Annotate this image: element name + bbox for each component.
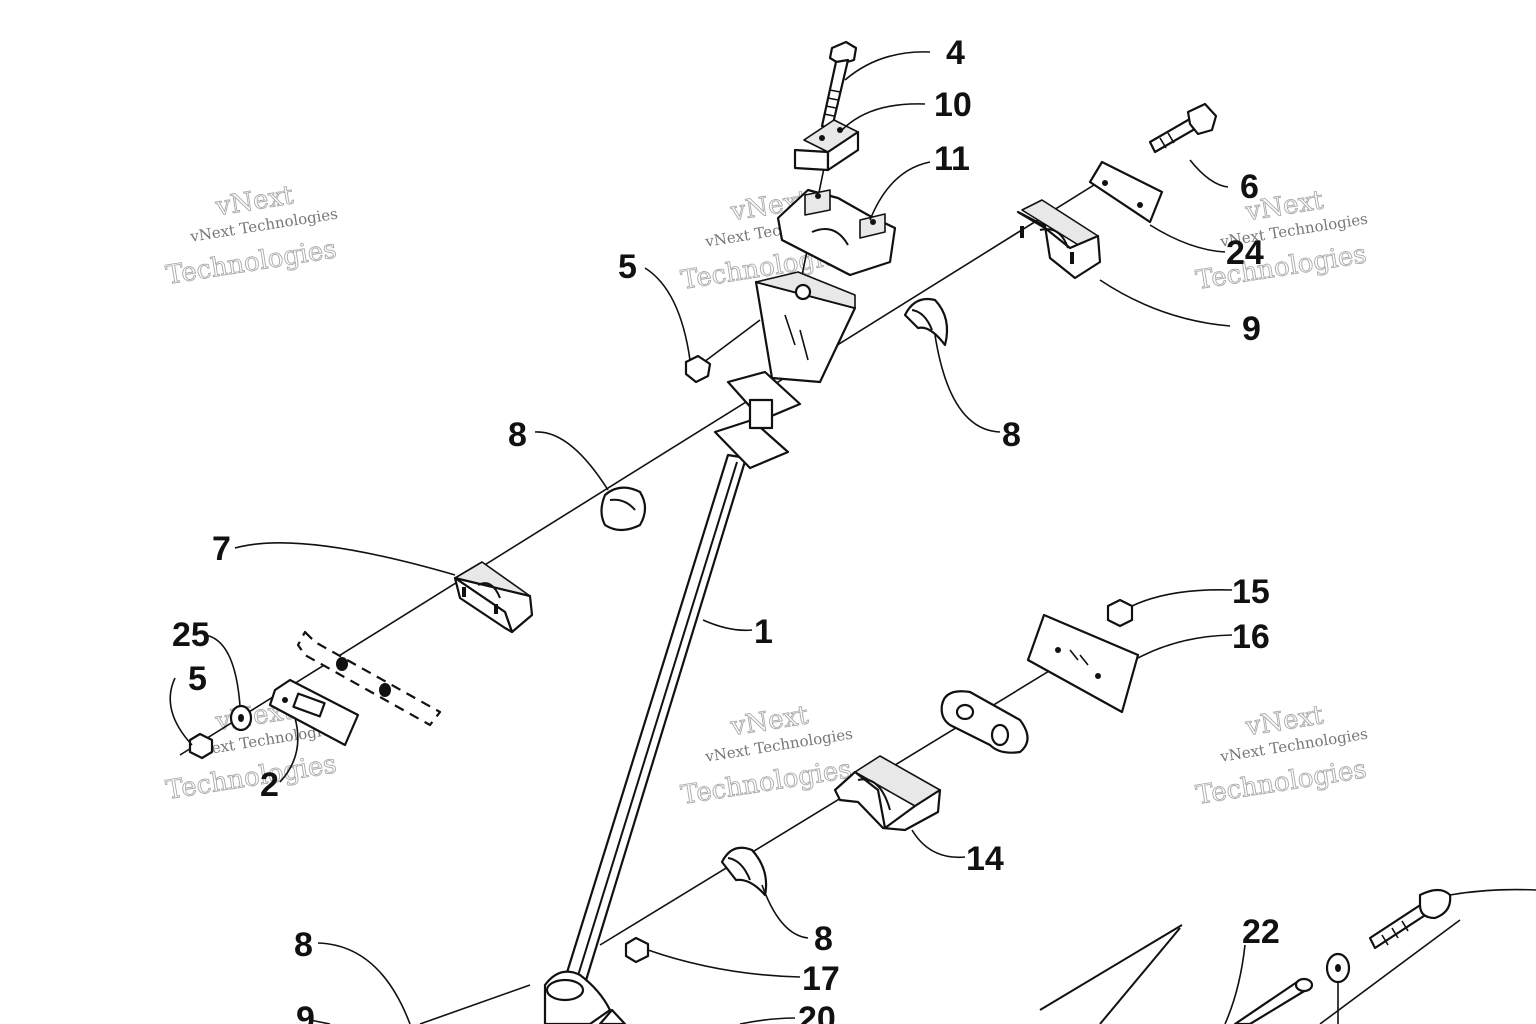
svg-text:Technologies: Technologies [164,749,339,806]
steering-post [543,271,857,1024]
callout-14: 14 [966,840,1004,878]
bolt-part-4 [820,40,858,130]
bushing-part-8-upper-right [903,297,949,347]
watermark: vNext vNext Technologies Technologies [678,700,854,811]
watermark: vNext vNext Technologies Technologies [1193,700,1369,811]
svg-text:Technologies: Technologies [679,754,854,811]
nut-part-5-upper [684,354,712,384]
svg-text:Technologies: Technologies [1194,754,1369,811]
clamp-cap-part-11 [776,188,897,277]
svg-text:Technologies: Technologies [1194,239,1369,296]
watermark: vNext vNext Technologies Technologies [163,180,339,291]
callout-10: 10 [934,86,972,124]
frame-bar [296,630,442,727]
plate-part-24 [1088,160,1164,224]
callout-8: 8 [814,920,833,958]
tie-rod-part-22 [1233,977,1314,1024]
clamp-part-9-upper [1016,199,1102,280]
leader-lines [169,51,1536,1024]
bushing-part-8-left [600,486,647,532]
nut-part-5-lower [188,732,214,760]
callout-17: 17 [802,960,840,998]
callout-24: 24 [1226,234,1264,272]
callout-15: 15 [1232,573,1270,611]
callout-5: 5 [188,660,207,698]
block-part-10 [793,119,860,172]
nut-part-17 [624,936,650,964]
flat-link [940,690,1029,754]
callout-7: 7 [212,530,231,568]
callout-1: 1 [754,613,773,651]
callout-11: 11 [934,140,970,178]
callout-2: 2 [260,766,279,804]
tie-rod-end [1325,888,1452,984]
callout-labels: 4 10 11 6 24 9 5 8 8 7 1 25 5 2 15 16 14… [172,34,1280,1024]
watermark: vNext vNext Technologies Technologies [1193,185,1369,296]
washer-part-25 [229,704,253,732]
bushing-part-8-lower [720,846,768,897]
callout-8: 8 [1002,416,1021,454]
callout-20: 20 [798,1000,836,1024]
clamp-block-part-7 [453,561,534,634]
callout-8: 8 [294,926,313,964]
callout-9: 9 [296,1000,315,1024]
callout-8: 8 [508,416,527,454]
callout-6: 6 [1240,168,1259,206]
plate-part-16 [1026,613,1140,714]
callout-5: 5 [618,248,637,286]
bolt-part-6 [1148,102,1218,154]
clamp-part-14 [833,755,942,832]
callout-22: 22 [1242,913,1280,951]
callout-4: 4 [946,34,965,72]
callout-9: 9 [1242,310,1261,348]
callout-25: 25 [172,616,210,654]
lower-frame [419,924,1183,1024]
callout-16: 16 [1232,618,1270,656]
plate-part-2 [268,678,360,747]
nut-part-15 [1106,598,1134,628]
svg-text:Technologies: Technologies [164,234,339,291]
